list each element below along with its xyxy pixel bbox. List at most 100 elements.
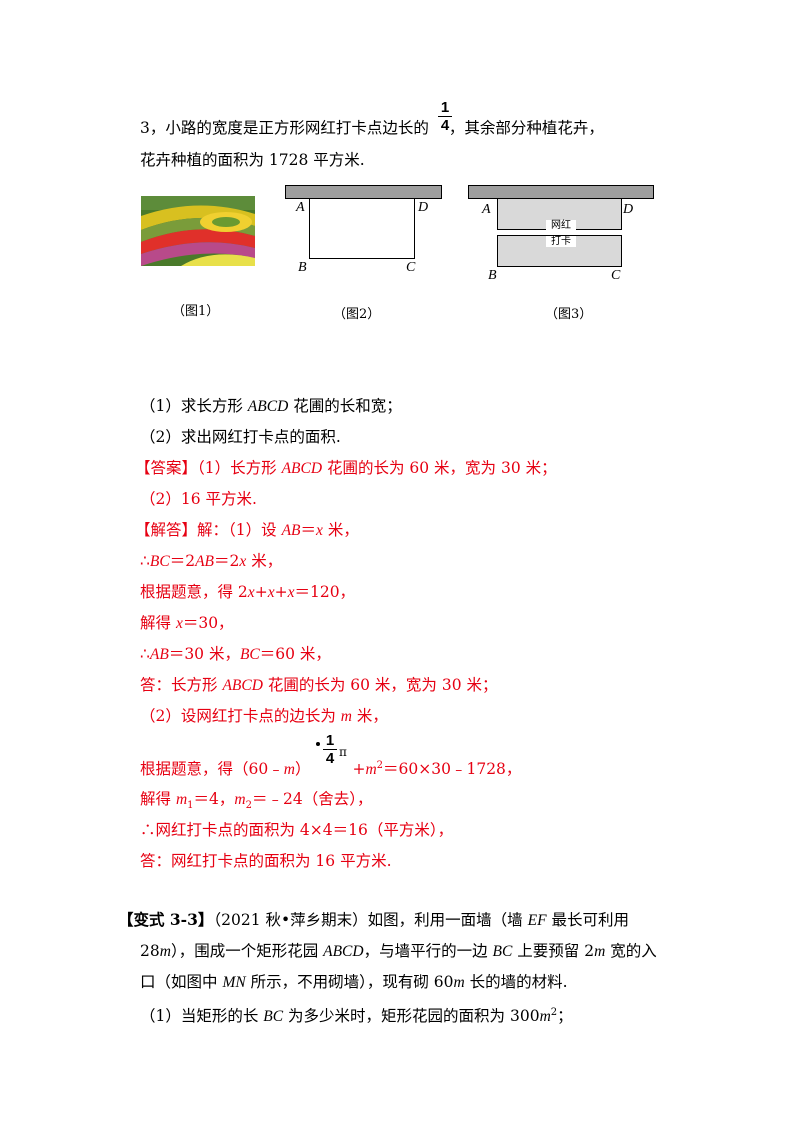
question-1: （1）求长方形 ABCD 花圃的长和宽；: [140, 396, 402, 417]
text: ＝2: [214, 552, 240, 570]
text: ＝30 米，: [168, 645, 240, 663]
text: ；: [557, 1007, 573, 1026]
text: （1）求长方形: [140, 397, 248, 415]
label-d: D: [623, 202, 634, 217]
variant-line-3: 口（如图中 MN 所示，不用砌墙），现有砌 60m 长的墙的材料.: [140, 972, 568, 993]
spot-label-top: 网红: [546, 220, 576, 231]
text: 根据题意，得（60﹣: [140, 760, 284, 779]
wall-bar: [468, 185, 654, 199]
text: ∴: [140, 552, 150, 570]
variant-line-2: 28m），围成一个矩形花园 ABCD，与墙平行的一边 BC 上要预留 2m 宽的…: [140, 941, 657, 962]
math: ABCD: [247, 398, 289, 415]
math: BC: [492, 943, 513, 960]
solution-line-1: 【解答】解：（1）设 AB＝x 米，: [135, 520, 359, 541]
text: 解得: [140, 614, 176, 632]
math: AB: [195, 553, 214, 570]
flower-image: [141, 196, 255, 266]
answer-line-2: （2）16 平方米.: [140, 490, 257, 508]
solution-line-8: 根据题意，得（60﹣m）+m2＝60×30﹣1728，: [140, 756, 521, 780]
subscript: 1: [187, 800, 194, 812]
text: ＝﹣24（舍去），: [251, 790, 373, 808]
figure-3-caption: （图3）: [545, 307, 593, 322]
text: ＝4，: [193, 790, 235, 808]
text: ＝2: [169, 552, 196, 570]
text: 米，: [352, 707, 388, 725]
rectangle-abcd: [309, 199, 415, 259]
text: 为多少米时，矩形花园的面积为 300: [283, 1007, 540, 1026]
solution-line-6: 答：长方形 ABCD 花圃的长为 60 米，宽为 30 米；: [140, 675, 498, 696]
math: x: [267, 584, 275, 601]
text: （2）设网红打卡点的边长为: [140, 707, 341, 725]
text: 上要预留 2: [512, 942, 595, 960]
superscript: 2: [376, 760, 384, 771]
variant-line-1: 【变式 3-3】（2021 秋•萍乡期末）如图，利用一面墙（墙 EF 最长可利用: [118, 910, 629, 931]
text: 答：长方形: [140, 676, 223, 694]
text: 米，: [246, 552, 283, 570]
solution-line-4: 解得 x＝30，: [140, 613, 234, 634]
problem-line-2: 花卉种植的面积为 1728 平方米.: [140, 151, 365, 169]
math: m: [283, 761, 295, 779]
math: ABCD: [281, 460, 323, 477]
text: 3，小路的宽度是正方形网红打卡点边长的: [140, 119, 429, 137]
solution-line-5: ∴AB＝30 米，BC＝60 米，: [140, 644, 331, 665]
text: （2021 秋•萍乡期末）如图，利用一面墙（墙: [213, 911, 528, 929]
text: 花圃的长和宽；: [288, 397, 402, 415]
math: m: [340, 708, 352, 725]
text: 口（如图中: [140, 973, 223, 991]
subscript: 2: [245, 800, 252, 812]
text: （1）当矩形的长: [140, 1007, 264, 1026]
math: m: [539, 1008, 551, 1026]
label-b: B: [298, 260, 307, 275]
math: m: [365, 761, 377, 779]
solution-line-2: ∴BC＝2AB＝2x 米，: [140, 551, 282, 572]
solution-line-7: （2）设网红打卡点的边长为 m 米，: [140, 706, 388, 727]
pi-symbol: π: [339, 745, 347, 759]
solution-label: 【解答】: [135, 521, 198, 539]
text: ，与墙平行的一边: [363, 942, 493, 960]
math: BC: [263, 1008, 284, 1026]
text: 花圃的长为 60 米，宽为 30 米；: [262, 676, 498, 694]
text: 解得: [140, 790, 176, 808]
text: ∴: [140, 645, 150, 663]
text: ＝60 米，: [259, 645, 331, 663]
text: 长的墙的材料.: [464, 973, 568, 991]
math: EF: [527, 912, 547, 929]
math: BC: [149, 553, 170, 570]
text: 28: [140, 942, 160, 960]
text: +: [254, 583, 268, 601]
text: ＝60×30﹣1728，: [383, 760, 522, 779]
text: ＝30，: [182, 614, 234, 632]
math: ABCD: [222, 677, 263, 694]
label-c: C: [406, 260, 416, 275]
variant-title: 【变式 3-3】: [118, 910, 214, 929]
label-a: A: [482, 202, 491, 217]
answer-line-1: 【答案】（1）长方形 ABCD 花圃的长为 60 米，宽为 30 米；: [135, 458, 557, 479]
text: ＝120，: [294, 583, 356, 601]
text: 花圃的长为 60 米，宽为 30 米；: [322, 459, 557, 477]
text: +: [274, 583, 288, 601]
label-b: B: [488, 268, 497, 283]
solution-line-9: 解得 m1＝4，m2＝﹣24（舍去），: [140, 789, 372, 816]
denominator: 4: [440, 117, 450, 134]
solution-line-10: ∴网红打卡点的面积为 4×4＝16（平方米），: [140, 821, 454, 839]
text: 最长可利用: [546, 911, 629, 929]
label-c: C: [611, 268, 621, 283]
text: 解：（1）设: [197, 521, 282, 539]
text: ＝: [300, 521, 317, 539]
math: m: [234, 791, 246, 808]
text: ，其余部分种植花卉，: [448, 119, 604, 137]
math: x: [175, 615, 183, 632]
text: 所示，不用砌墙），现有砌 60: [245, 973, 454, 991]
math: MN: [222, 974, 246, 991]
math: m: [159, 943, 171, 960]
math: AB: [281, 522, 301, 539]
flower-garden-photo: [141, 196, 255, 266]
answer-label: 【答案】: [135, 459, 198, 477]
math: m: [594, 943, 606, 960]
superscript: 2: [550, 1007, 558, 1018]
dot-mark: [316, 742, 320, 746]
text: ），围成一个矩形花园: [170, 942, 324, 960]
text: ）: [294, 760, 311, 779]
